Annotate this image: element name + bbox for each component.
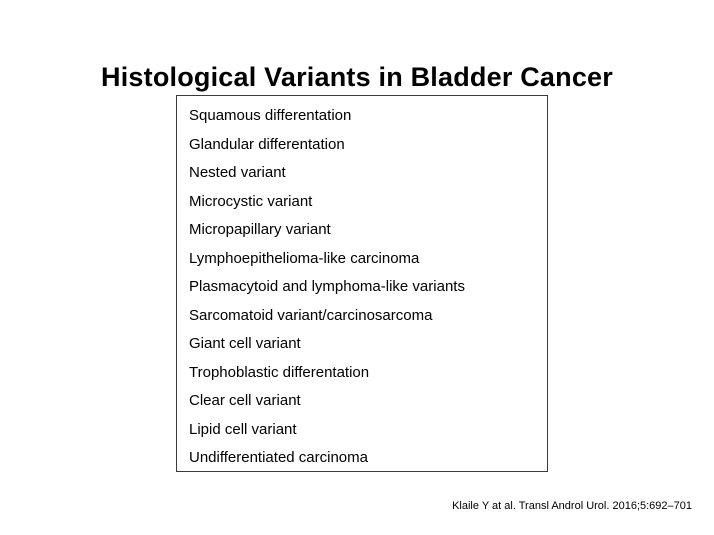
variant-list-item: Nested variant [189, 164, 286, 181]
variant-list-item: Undifferentiated carcinoma [189, 449, 368, 466]
variant-list-item: Lipid cell variant [189, 420, 297, 438]
variant-list-item: Trophoblastic differentation [189, 363, 370, 381]
variant-list-item: Micropapillary variant [189, 221, 331, 238]
variant-list-item: Lymphoepithelioma-like carcinoma [189, 249, 420, 267]
variant-list-item: Clear cell variant [189, 392, 301, 409]
slide-title: Histological Variants in Bladder Cancer [101, 62, 613, 93]
variants-list: Squamous differentation Glandular differ… [177, 96, 547, 473]
variant-list-item: Giant cell variant [189, 335, 301, 352]
variant-list-item: Plasmacytoid and lymphoma-like variants [189, 278, 465, 295]
variant-list-item: Squamous differentation [189, 107, 352, 124]
variant-list-item: Sarcomatoid variant/carcinosarcoma [189, 306, 433, 324]
citation-reference: Klaile Y at al. Transl Androl Urol. 2016… [452, 500, 692, 512]
variant-list-item: Glandular differentation [189, 135, 345, 153]
variants-box: Squamous differentation Glandular differ… [176, 95, 548, 472]
variant-list-item: Microcystic variant [189, 192, 313, 210]
